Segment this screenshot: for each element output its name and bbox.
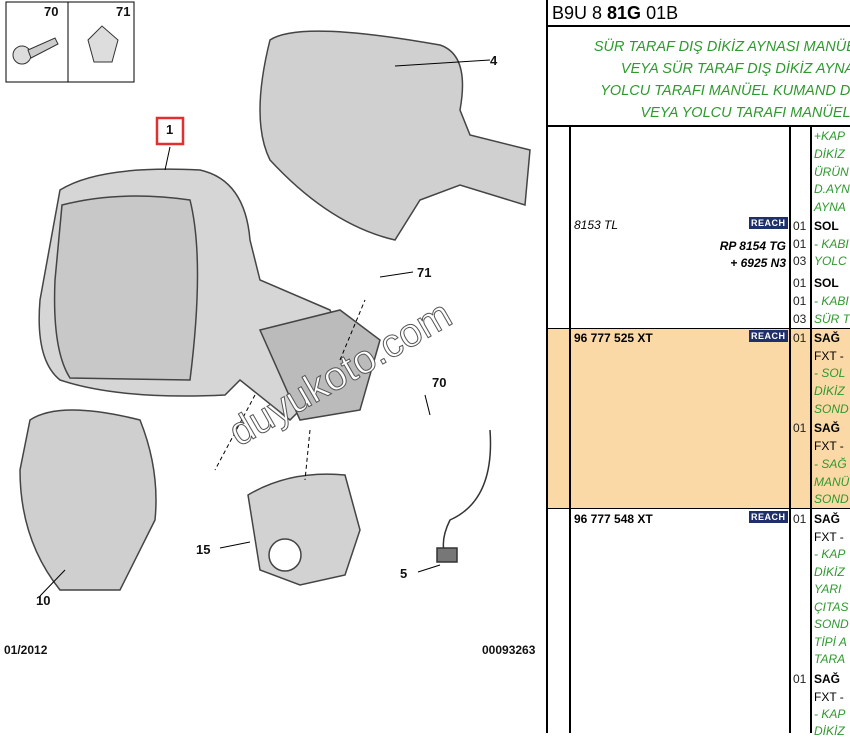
diagram-date: 01/2012 [4,643,48,657]
qty: 03 [793,254,807,268]
mirror-assembly [38,168,381,422]
group-code: B9U 8 81G 01B [548,0,850,27]
desc-line: SÜR T [814,312,850,326]
callout-4: 4 [490,53,498,68]
desc-line: SAĞ [814,512,841,526]
desc-line: ÜRÜN [814,165,849,179]
desc-line: - KABI [814,237,849,251]
desc-line: +KAP [814,129,846,143]
desc-line: YOLC [814,254,847,268]
desc-line: TARA [814,652,846,666]
title-line: SÜR TARAF DIŞ DİKİZ AYNASI MANÜEL [593,39,850,55]
mirror-exploded-view: duyukoto.com [5,1,531,597]
group-title: SÜR TARAF DIŞ DİKİZ AYNASI MANÜEL VEYA S… [548,27,850,127]
title-line: VEYA SÜR TARAF DIŞ DİKİZ AYNAS [620,61,850,77]
mirror-cover-4 [259,30,531,241]
callout-70: 70 [44,4,59,19]
desc-line: SOND [814,402,849,416]
desc-line: FXT - [814,530,844,544]
parts-panel: B9U 8 81G 01B SÜR TARAF DIŞ DİKİZ AYNASI… [546,0,850,738]
title-line: YOLCU TARAFI MANÜEL KUMAND DİK [600,83,850,99]
desc-line: - SOL [814,366,846,380]
qty: 01 [793,276,807,290]
desc-line: - KABI [814,294,849,308]
callout-70b: 70 [432,375,447,390]
desc-line: SAĞ [814,672,841,686]
desc-line: - KAP [814,547,846,561]
desc-line: MANÜ [814,475,850,489]
qty: 01 [793,421,807,435]
qty: 03 [793,312,807,326]
desc-line: SOL [814,276,839,290]
part-number[interactable]: 96 777 525 XT [574,331,653,345]
selected-row-highlight [548,328,850,508]
code-suffix: 01B [641,3,679,23]
desc-line: FXT - [814,439,844,453]
desc-line: SOND [814,617,849,631]
desc-line: DİKİZ [814,565,845,579]
callout-5: 5 [400,566,408,581]
code-prefix: B9U 8 [552,3,608,23]
desc-line: FXT - [814,690,844,704]
desc-line: SAĞ [814,331,841,345]
qty: 01 [793,331,807,345]
reach-badge[interactable]: REACH [749,217,788,229]
qty: 01 [793,294,807,308]
desc-line: DİKİZ [814,724,845,738]
reach-badge[interactable]: REACH [749,330,788,342]
qty: 01 [793,219,807,233]
desc-line: YARI [814,582,842,596]
desc-line: TİPİ A [814,635,847,649]
title-line: VEYA YOLCU TARAFI MANÜEL K [640,105,850,121]
diagram-ref: 00093263 [482,643,536,657]
desc-line: DİKİZ [814,384,845,398]
desc-line: ÇITAS [814,600,849,614]
desc-line: - SAĞ [814,457,847,471]
parts-diagram: duyukoto.com 70 71 1 4 71 70 15 5 10 01/… [4,1,536,657]
callout-15: 15 [196,542,211,557]
callout-71b: 71 [417,265,432,280]
desc-line: SAĞ [814,421,841,435]
desc-line: FXT - [814,349,844,363]
reach-badge[interactable]: REACH [749,511,788,523]
ref-code: RP 8154 TG [719,239,786,253]
ref-code: + 6925 N3 [730,256,786,270]
callout-10: 10 [36,593,51,608]
mirror-glass-10 [19,409,157,591]
price: 8153 TL [574,218,619,232]
cable-5 [436,429,492,563]
base-cover-15 [247,473,361,586]
part-number[interactable]: 96 777 548 XT [574,512,653,526]
desc-line: SOND [814,492,849,506]
callout-1: 1 [166,122,174,137]
desc-line: SOL [814,219,839,233]
highlight-box [155,116,185,146]
callout-71: 71 [116,4,131,19]
desc-line: DİKİZ [814,147,845,161]
qty: 01 [793,237,807,251]
clip-71-icon [87,25,119,63]
code-bold: 81G [607,3,642,23]
screw-70-icon [12,37,59,65]
qty: 01 [793,512,807,526]
qty: 01 [793,672,807,686]
desc-line: AYNA [814,200,846,214]
desc-line: D.AYN [814,182,850,196]
desc-line: - KAP [814,707,846,721]
